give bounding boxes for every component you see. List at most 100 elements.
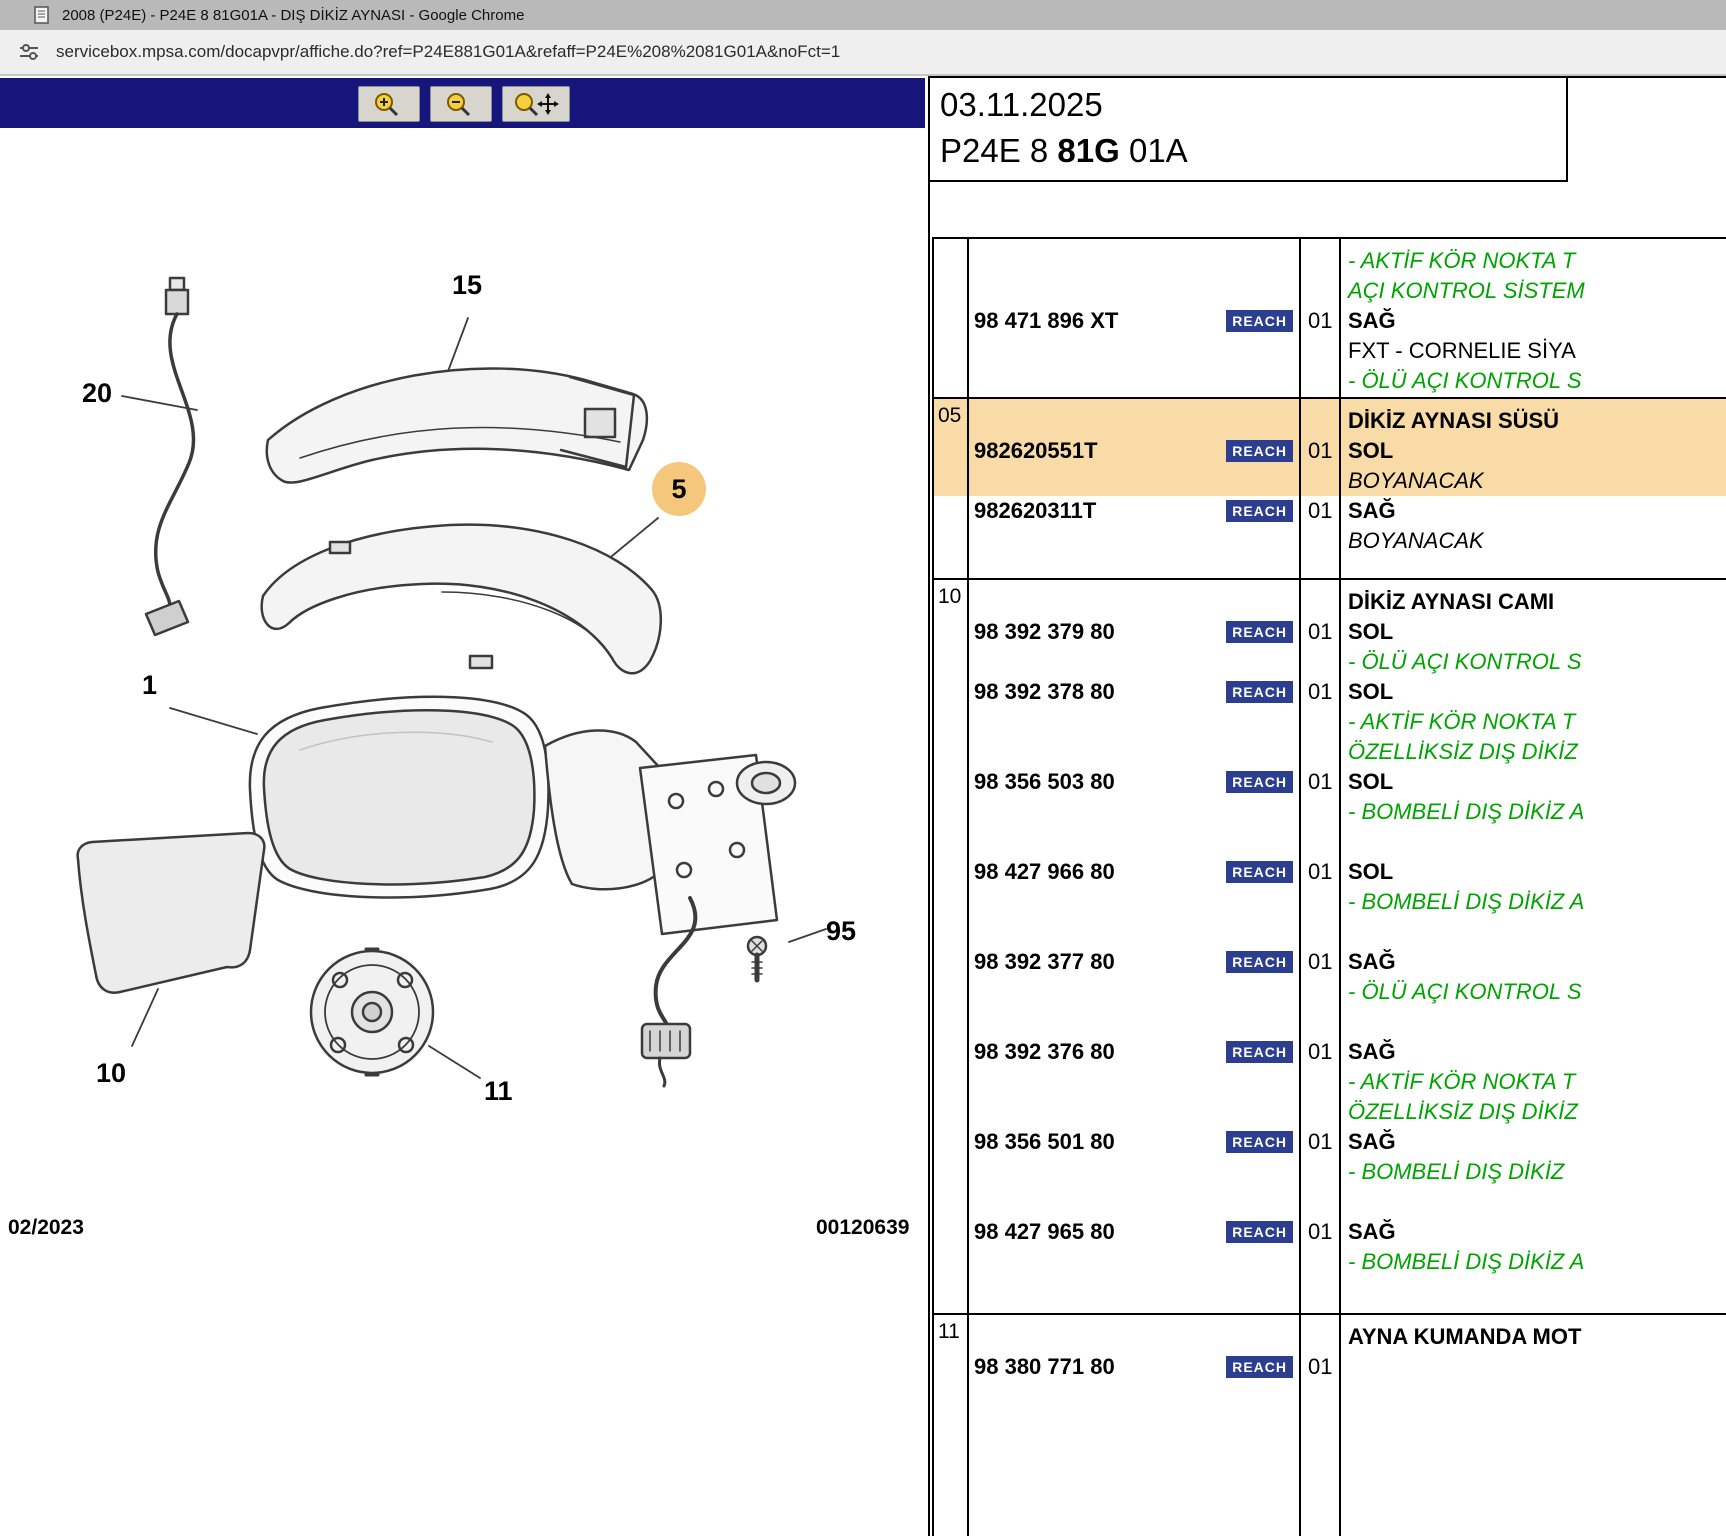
table-column-border: [967, 580, 969, 1313]
side-label: SAĞ: [1339, 308, 1726, 334]
quantity: 01: [1299, 949, 1339, 975]
reach-badge[interactable]: REACH: [1226, 1041, 1293, 1063]
page-url[interactable]: servicebox.mpsa.com/docapvpr/affiche.do?…: [56, 42, 840, 62]
part-row[interactable]: 98 356 501 80REACH01SAĞ: [969, 1127, 1726, 1157]
group-content: AYNA KUMANDA MOT98 380 771 80REACH01: [969, 1322, 1726, 1382]
callout-1[interactable]: 1: [142, 672, 157, 699]
callout-5-highlighted[interactable]: 5: [652, 462, 706, 516]
reach-badge[interactable]: REACH: [1226, 1131, 1293, 1153]
group-content: DİKİZ AYNASI CAMI98 392 379 80REACH01SOL…: [969, 587, 1726, 1277]
part-number[interactable]: 98 427 966 80: [974, 859, 1115, 885]
part-note: AÇI KONTROL SİSTEM: [1339, 278, 1726, 304]
catalog-date: 03.11.2025: [940, 86, 1103, 124]
ref-bold: 81G: [1057, 132, 1119, 169]
zoom-in-button[interactable]: [358, 86, 420, 122]
part-number[interactable]: 98 392 378 80: [974, 679, 1115, 705]
part-note-row: - AKTİF KÖR NOKTA T: [969, 707, 1726, 737]
part-row[interactable]: 98 392 379 80REACH01SOL: [969, 617, 1726, 647]
part-note: - AKTİF KÖR NOKTA T: [1339, 1069, 1726, 1095]
reach-badge[interactable]: REACH: [1226, 861, 1293, 883]
reach-badge[interactable]: REACH: [1226, 500, 1293, 522]
callout-95[interactable]: 95: [826, 918, 856, 945]
part-cell: 982620311T REACH: [969, 498, 1299, 524]
part-note-row: - AKTİF KÖR NOKTA T: [969, 1067, 1726, 1097]
quantity: 01: [1299, 769, 1339, 795]
reach-badge[interactable]: REACH: [1226, 1356, 1293, 1378]
callout-10[interactable]: 10: [96, 1060, 126, 1087]
signal-lamp-part: [267, 368, 647, 482]
part-note-row: AÇI KONTROL SİSTEM: [969, 276, 1726, 306]
callout-11[interactable]: 11: [484, 1078, 513, 1105]
actuator-motor-part: [311, 949, 433, 1075]
part-row[interactable]: 98 380 771 80REACH01: [969, 1352, 1726, 1382]
part-row[interactable]: 98 427 965 80REACH01SAĞ: [969, 1217, 1726, 1247]
site-settings-icon[interactable]: [16, 39, 42, 65]
part-note: - AKTİF KÖR NOKTA T: [1339, 709, 1726, 735]
zoom-pan-icon: [512, 90, 560, 118]
part-note-row: - BOMBELİ DIŞ DİKİZ: [969, 1157, 1726, 1187]
table-column-border: [1339, 580, 1341, 1313]
table-column-border: [1299, 399, 1301, 578]
reach-badge[interactable]: REACH: [1226, 621, 1293, 643]
reach-badge[interactable]: REACH: [1226, 951, 1293, 973]
part-cell: 98 380 771 80 REACH: [969, 1354, 1299, 1380]
part-row[interactable]: 98 392 378 80REACH01SOL: [969, 677, 1726, 707]
part-number[interactable]: 982620551T: [974, 438, 1098, 464]
part-note-row: - AKTİF KÖR NOKTA T: [969, 246, 1726, 276]
parts-panel: 03.11.2025 P24E 8 81G 01A - AKTİF KÖR NO…: [930, 78, 1726, 1536]
reach-badge[interactable]: REACH: [1226, 681, 1293, 703]
quantity: 01: [1299, 1039, 1339, 1065]
reach-badge[interactable]: REACH: [1226, 310, 1293, 332]
part-number[interactable]: 98 356 501 80: [974, 1129, 1115, 1155]
part-reference-title: P24E 8 81G 01A: [940, 132, 1188, 170]
table-column-border: [1299, 1315, 1301, 1536]
part-cell: 98 427 966 80 REACH: [969, 859, 1299, 885]
part-row[interactable]: 98 392 377 80REACH01SAĞ: [969, 947, 1726, 977]
reach-badge[interactable]: REACH: [1226, 440, 1293, 462]
part-number[interactable]: 98 380 771 80: [974, 1354, 1115, 1380]
part-note: FXT - CORNELIE SİYA: [1339, 338, 1726, 364]
header-right-border: [1566, 78, 1568, 182]
part-number[interactable]: 98 356 503 80: [974, 769, 1115, 795]
parts-group: 10DİKİZ AYNASI CAMI98 392 379 80REACH01S…: [934, 580, 1726, 1315]
part-number[interactable]: 98 427 965 80: [974, 1219, 1115, 1245]
zoom-out-button[interactable]: [430, 86, 492, 122]
side-label: SOL: [1339, 859, 1726, 885]
side-label: SOL: [1339, 438, 1726, 464]
parts-group: 05DİKİZ AYNASI SÜSÜ982620551TREACH01SOLB…: [934, 399, 1726, 580]
part-number[interactable]: 98 471 896 XT: [974, 308, 1118, 334]
ref-suffix: 01A: [1120, 132, 1188, 169]
callout-15[interactable]: 15: [452, 272, 482, 299]
part-number[interactable]: 982620311T: [974, 498, 1096, 524]
page-icon: [34, 6, 50, 24]
table-column-border: [1299, 239, 1301, 397]
part-note-row: BOYANACAK: [969, 466, 1726, 496]
part-note: - BOMBELİ DIŞ DİKİZ A: [1339, 889, 1726, 915]
part-cell: 98 356 501 80 REACH: [969, 1129, 1299, 1155]
part-number[interactable]: 98 392 379 80: [974, 619, 1115, 645]
part-row[interactable]: 98 427 966 80REACH01SOL: [969, 857, 1726, 887]
callout-20[interactable]: 20: [82, 380, 112, 407]
part-note: - BOMBELİ DIŞ DİKİZ A: [1339, 799, 1726, 825]
part-number[interactable]: 98 392 376 80: [974, 1039, 1115, 1065]
harness-cable-part: [146, 278, 194, 635]
part-note: - ÖLÜ AÇI KONTROL S: [1339, 649, 1726, 675]
window-title: 2008 (P24E) - P24E 8 81G01A - DIŞ DİKİZ …: [62, 7, 524, 24]
part-name: AYNA KUMANDA MOT: [1339, 1324, 1726, 1350]
part-number[interactable]: 98 392 377 80: [974, 949, 1115, 975]
side-label: SAĞ: [1339, 498, 1726, 524]
part-row[interactable]: 98 471 896 XTREACH01SAĞ: [969, 306, 1726, 336]
table-column-border: [967, 239, 969, 397]
reach-badge[interactable]: REACH: [1226, 1221, 1293, 1243]
part-row[interactable]: 982620551TREACH01SOL: [969, 436, 1726, 466]
part-cell: 98 427 965 80 REACH: [969, 1219, 1299, 1245]
browser-url-bar[interactable]: servicebox.mpsa.com/docapvpr/affiche.do?…: [0, 30, 1726, 76]
part-row[interactable]: 98 392 376 80REACH01SAĞ: [969, 1037, 1726, 1067]
zoom-pan-button[interactable]: [502, 86, 570, 122]
part-row[interactable]: 982620311TREACH01SAĞ: [969, 496, 1726, 526]
part-row[interactable]: 98 356 503 80REACH01SOL: [969, 767, 1726, 797]
reach-badge[interactable]: REACH: [1226, 771, 1293, 793]
zoom-out-icon: [440, 90, 482, 118]
part-note: ÖZELLİKSİZ DIŞ DİKİZ: [1339, 739, 1726, 765]
table-column-border: [967, 399, 969, 578]
